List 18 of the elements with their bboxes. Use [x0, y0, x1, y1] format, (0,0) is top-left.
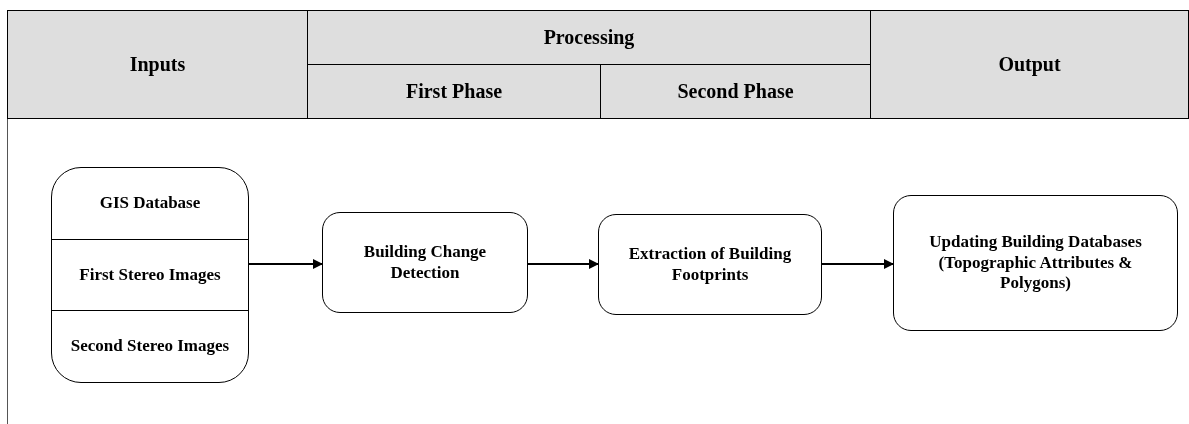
column-header: Second Phase: [677, 80, 794, 103]
arrow: [249, 259, 323, 269]
node-text: Second Stereo Images: [70, 336, 230, 357]
node-text: Extraction of Building Footprints: [627, 244, 793, 285]
process-box: [893, 195, 1178, 331]
column-header: Processing: [543, 26, 635, 49]
arrow: [528, 259, 599, 269]
process-box: [598, 214, 822, 315]
node-text: Updating Building Databases (Topographic Attributes & Polygons): [928, 232, 1143, 294]
input-box: [51, 167, 249, 383]
process-box: [322, 212, 528, 313]
arrow: [822, 259, 894, 269]
node-text: Building Change Detection: [362, 242, 488, 283]
column-header: Output: [998, 53, 1061, 76]
column-header: Inputs: [129, 53, 186, 76]
column-header: First Phase: [405, 80, 503, 103]
node-text: GIS Database: [99, 193, 201, 214]
node-text: First Stereo Images: [79, 264, 221, 286]
